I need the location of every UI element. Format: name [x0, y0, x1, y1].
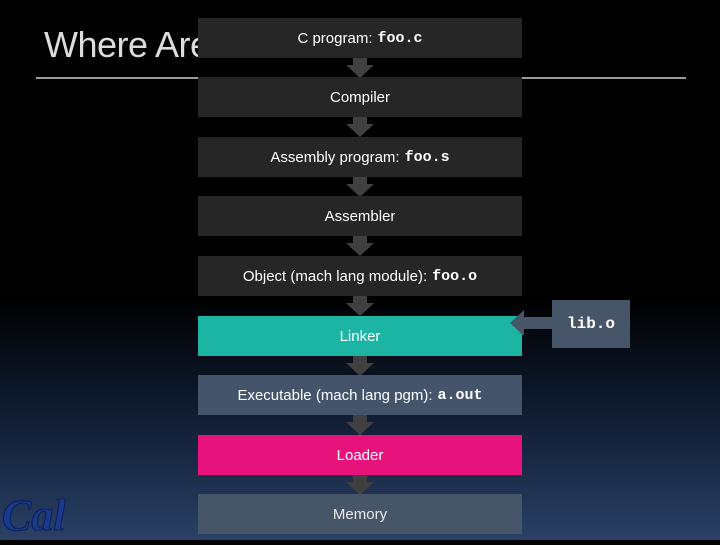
flow-arrow-7 — [346, 413, 374, 435]
library-box: lib.o — [552, 300, 630, 348]
assembly-program-box: Assembly program: foo.s — [198, 137, 522, 177]
executable-file: a.out — [437, 386, 483, 404]
flow-arrow-3 — [346, 175, 374, 197]
assembly-program-label: Assembly program: — [270, 148, 400, 166]
object-module-file: foo.o — [432, 267, 478, 285]
loader-label: Loader — [336, 446, 384, 464]
library-arrow — [510, 310, 554, 336]
memory-label: Memory — [332, 505, 388, 523]
svg-text:Cal: Cal — [2, 491, 66, 540]
flow-arrow-5 — [346, 294, 374, 316]
c-program-file: foo.c — [377, 29, 423, 47]
compiler-box: Compiler — [198, 77, 522, 117]
flow-arrow-2 — [346, 115, 374, 137]
flow-arrow-1 — [346, 56, 374, 78]
library-file: lib.o — [566, 315, 615, 333]
cal-logo: Cal — [0, 484, 70, 541]
linker-label: Linker — [339, 327, 381, 345]
c-program-box: C program: foo.c — [198, 18, 522, 58]
flow-arrow-8 — [346, 473, 374, 495]
linker-box: Linker — [198, 316, 522, 356]
assembly-program-file: foo.s — [404, 148, 450, 166]
executable-box: Executable (mach lang pgm): a.out — [198, 375, 522, 415]
memory-box: Memory — [198, 494, 522, 534]
object-module-label: Object (mach lang module): — [242, 267, 428, 285]
executable-label: Executable (mach lang pgm): — [237, 386, 433, 404]
assembler-box: Assembler — [198, 196, 522, 236]
compiler-label: Compiler — [329, 88, 390, 106]
flow-arrow-6 — [346, 354, 374, 376]
assembler-label: Assembler — [324, 207, 396, 225]
flow-arrow-4 — [346, 234, 374, 256]
c-program-label: C program: — [297, 29, 373, 47]
loader-box: Loader — [198, 435, 522, 475]
object-module-box: Object (mach lang module): foo.o — [198, 256, 522, 296]
